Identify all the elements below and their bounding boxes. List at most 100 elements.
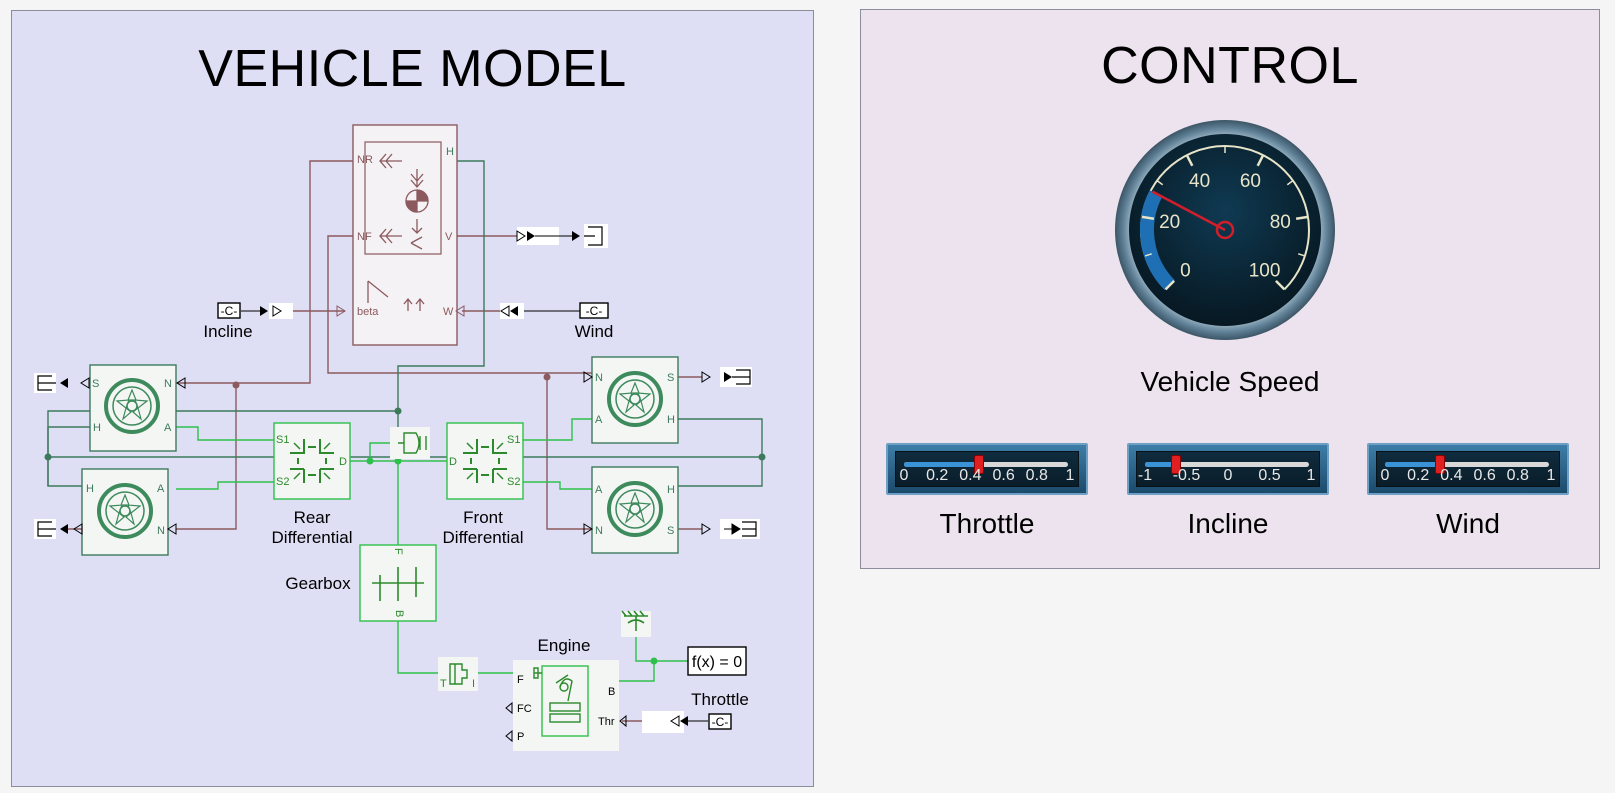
- svg-text:B: B: [393, 610, 405, 617]
- junction-dot: [543, 373, 551, 381]
- slider-tick-label: 1: [1065, 467, 1075, 484]
- svg-text:N: N: [157, 525, 165, 537]
- rotational-reference-block[interactable]: [390, 427, 430, 459]
- gauge-tick: [1141, 215, 1155, 220]
- tire-front-right-output[interactable]: [701, 519, 760, 539]
- tire-rear-right-output[interactable]: [34, 519, 83, 539]
- svg-text:S1: S1: [507, 434, 520, 446]
- tire-rear-right-block[interactable]: H A N: [81, 468, 177, 556]
- slider-tick-label: 0.4: [1440, 467, 1463, 484]
- slider-fill: [1385, 462, 1440, 467]
- svg-text:S: S: [667, 525, 674, 537]
- slider-tick-label: 1: [1306, 467, 1316, 484]
- gauge-tick: [1275, 280, 1286, 291]
- torque-coupling-block[interactable]: T I: [438, 657, 478, 691]
- port-nf: NF: [357, 231, 372, 243]
- port-beta: beta: [357, 306, 379, 318]
- slider-tick-label: 1: [1546, 467, 1556, 484]
- throttle-slider-label: Throttle: [939, 508, 1035, 539]
- tire-front-left-block[interactable]: N S A H: [583, 356, 679, 444]
- front-differential-block[interactable]: D S1 S2: [446, 422, 524, 500]
- constant-text: -C-: [221, 304, 238, 318]
- junction-dot: [232, 381, 240, 389]
- throttle-label: Throttle: [691, 690, 749, 709]
- slider-tick-label: -0.5: [1172, 467, 1201, 484]
- front-differential-label-line2: Differential: [443, 528, 524, 547]
- gauge-tick-label: 0: [1180, 261, 1191, 282]
- gauge-tick: [1295, 215, 1309, 220]
- junction-dot: [650, 657, 658, 665]
- svg-text:S1: S1: [276, 434, 289, 446]
- port-nr: NR: [357, 154, 373, 166]
- engine-block[interactable]: F B FC P Thr: [505, 660, 627, 751]
- slider-track[interactable]: [1385, 462, 1549, 467]
- port-h: H: [446, 146, 454, 158]
- engine-label: Engine: [538, 636, 591, 655]
- incline-constant-block[interactable]: -C-: [217, 302, 346, 319]
- gauge-scale: [1140, 145, 1310, 291]
- slider-thumb[interactable]: [1435, 455, 1446, 474]
- svg-text:H: H: [667, 414, 675, 426]
- slider-tick-label: 0.8: [1506, 467, 1529, 484]
- port-v: V: [445, 231, 453, 243]
- slider-tick-label: 0.2: [926, 467, 949, 484]
- tire-rear-left-block[interactable]: S N H A: [89, 364, 186, 452]
- slider-tick-label: 0.5: [1258, 467, 1281, 484]
- svg-text:S: S: [92, 378, 99, 390]
- body-icon: [367, 153, 429, 311]
- gauge-tick: [1185, 154, 1194, 167]
- junction-dot: [758, 453, 766, 461]
- wind-label: Wind: [575, 322, 614, 341]
- slider-tick-label: 0.4: [959, 467, 982, 484]
- velocity-output[interactable]: [516, 224, 608, 248]
- vehicle-model-diagram[interactable]: NR NF H V W beta -C- Incline: [12, 11, 815, 788]
- svg-text:B: B: [608, 686, 615, 698]
- svg-text:A: A: [157, 483, 165, 495]
- svg-text:D: D: [449, 456, 457, 468]
- gauge-tick: [1286, 180, 1294, 186]
- mechanical-reference-icon[interactable]: [621, 610, 651, 637]
- vehicle-model-title: VEHICLE MODEL: [198, 40, 627, 98]
- svg-text:A: A: [595, 484, 603, 496]
- slider-thumb[interactable]: [1171, 455, 1182, 474]
- svg-text:D: D: [339, 456, 347, 468]
- vehicle-body-block[interactable]: NR NF H V W beta: [352, 124, 458, 346]
- svg-text:S2: S2: [507, 476, 520, 488]
- svg-text:H: H: [667, 484, 675, 496]
- tire-front-left-output[interactable]: [701, 367, 752, 387]
- throttle-constant-block[interactable]: -C-: [642, 711, 732, 733]
- slider-tick-label: 0: [899, 467, 909, 484]
- gauge-tick: [1164, 280, 1175, 291]
- rear-differential-label-line1: Rear: [294, 508, 331, 527]
- gearbox-block[interactable]: F B: [359, 544, 437, 622]
- svg-text:H: H: [86, 483, 94, 495]
- slider-tick-label: 0.8: [1025, 467, 1048, 484]
- solver-text: f(x) = 0: [692, 654, 742, 671]
- svg-text:N: N: [595, 525, 603, 537]
- solver-configuration-block[interactable]: f(x) = 0: [687, 646, 747, 676]
- gauge-hub: [1215, 220, 1235, 240]
- port-w: W: [443, 306, 454, 318]
- tire-rear-left-output[interactable]: [34, 373, 90, 393]
- gauge-tick-label: 60: [1240, 171, 1261, 192]
- svg-text:F: F: [517, 674, 524, 686]
- slider-track[interactable]: [904, 462, 1068, 467]
- tire-front-right-block[interactable]: A H N S: [583, 466, 679, 554]
- wind-constant-block[interactable]: -C-: [455, 302, 609, 319]
- vehicle-model-area[interactable]: VEHICLE MODEL: [11, 10, 814, 787]
- svg-text:T: T: [440, 678, 447, 690]
- svg-text:Thr: Thr: [598, 716, 615, 728]
- svg-text:I: I: [472, 678, 475, 690]
- constant-text: -C-: [712, 715, 729, 729]
- rear-differential-block[interactable]: S1 S2 D: [273, 422, 351, 500]
- slider-thumb[interactable]: [973, 455, 984, 474]
- svg-text:N: N: [164, 378, 172, 390]
- slider-track[interactable]: [1145, 462, 1309, 467]
- svg-text:A: A: [595, 414, 603, 426]
